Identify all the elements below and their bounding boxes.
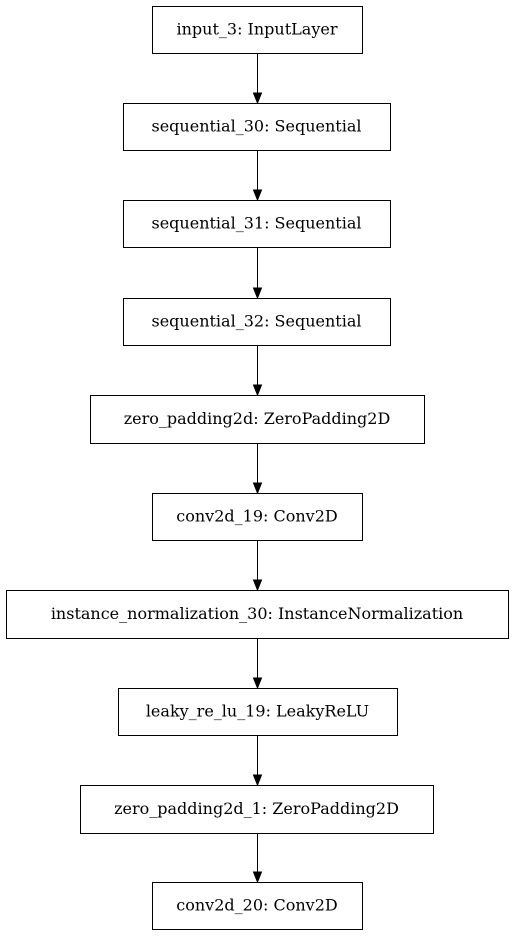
layer-node-label: sequential_31: Sequential [152,214,362,233]
layer-node-box [123,103,391,151]
layer-node-box [80,785,434,834]
arrowhead-icon [252,92,263,105]
arrowhead-icon [252,287,263,300]
layer-node: zero_padding2d: ZeroPadding2D [90,395,425,444]
layer-node-label: input_3: InputLayer [177,20,338,39]
layer-node-label: sequential_30: Sequential [152,117,362,136]
layer-node: sequential_30: Sequential [123,103,391,151]
layer-node-label: zero_padding2d_1: ZeroPadding2D [114,799,399,818]
layer-node: sequential_31: Sequential [123,200,391,248]
layer-node: instance_normalization_30: InstanceNorma… [6,590,509,639]
arrowhead-icon [252,482,263,495]
arrowhead-icon [252,774,263,787]
edge-arrow [252,346,263,397]
layer-node: leaky_re_lu_19: LeakyReLU [118,688,398,736]
edge-arrow [252,444,263,495]
edge-arrow [252,54,263,105]
layer-node: conv2d_19: Conv2D [152,493,363,541]
arrowhead-icon [252,189,263,202]
edge-arrow [252,151,263,202]
arrowhead-icon [252,384,263,397]
layer-node-box [152,882,363,930]
arrowhead-icon [252,579,263,592]
edge-arrow [252,736,263,787]
layer-node-box [152,493,363,541]
layer-node-box [123,298,391,346]
layer-node: input_3: InputLayer [152,6,363,54]
nodes-layer: input_3: InputLayer sequential_30: Sequen… [6,6,509,930]
layer-node-box [90,395,425,444]
layer-node-label: conv2d_20: Conv2D [176,896,337,915]
layer-node: sequential_32: Sequential [123,298,391,346]
layer-node: zero_padding2d_1: ZeroPadding2D [80,785,434,834]
arrowhead-icon [252,871,263,884]
layer-node-label: leaky_re_lu_19: LeakyReLU [146,702,369,721]
edge-arrow [252,639,263,690]
layer-node-box [6,590,509,639]
layer-node: conv2d_20: Conv2D [152,882,363,930]
layer-node-box [152,6,363,54]
layer-node-box [123,200,391,248]
edge-arrow [252,248,263,300]
layer-node-label: zero_padding2d: ZeroPadding2D [124,409,391,428]
layer-node-box [118,688,398,736]
arrowhead-icon [252,677,263,690]
edge-arrow [252,541,263,592]
layer-node-label: sequential_32: Sequential [152,312,362,331]
layer-node-label: instance_normalization_30: InstanceNorma… [51,604,463,623]
layer-node-label: conv2d_19: Conv2D [176,507,337,526]
edges-layer [252,54,263,884]
edge-arrow [252,834,263,884]
